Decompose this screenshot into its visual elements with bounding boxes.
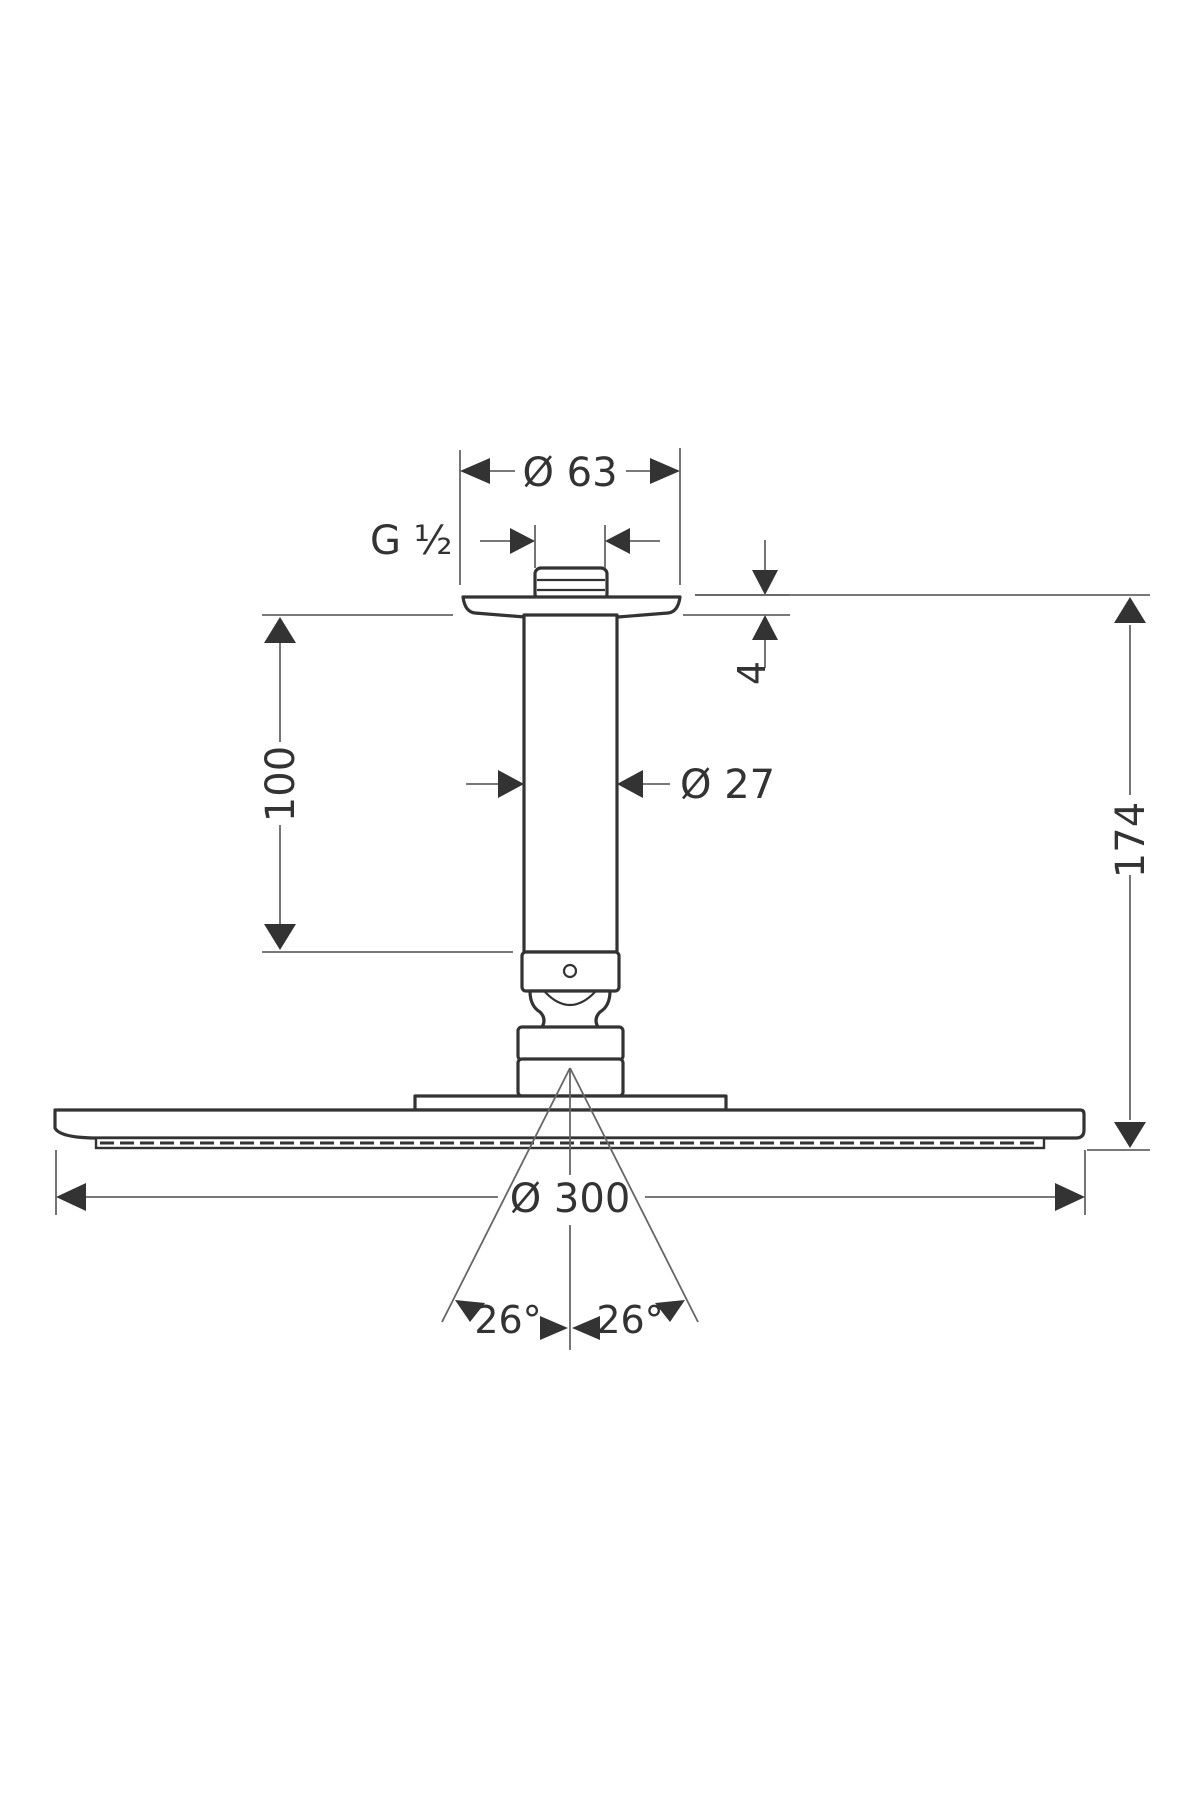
svg-text:100: 100 [258, 746, 304, 822]
svg-text:G ½: G ½ [370, 518, 452, 564]
svg-text:26°: 26° [474, 1298, 541, 1342]
dimension-flange-thickness: 4 [683, 540, 790, 685]
joint-collar [520, 950, 621, 993]
threaded-nipple [533, 566, 609, 602]
dimension-spray-angle: 26° 26° [441, 1067, 699, 1350]
svg-text:Ø 27: Ø 27 [680, 762, 775, 808]
dimension-head-diameter: Ø 300 [55, 1150, 1086, 1222]
dimension-arm-diameter: Ø 27 [466, 762, 775, 808]
dimension-flange-diameter: Ø 63 [459, 448, 681, 585]
dimension-thread: G ½ [370, 518, 660, 568]
shower-assembly [53, 566, 1086, 1150]
arm-tube [522, 613, 619, 954]
dimension-total-height: 174 [695, 594, 1154, 1151]
svg-text:26°: 26° [596, 1298, 663, 1342]
ball-joint-curve [544, 991, 596, 1006]
dimension-arm-length: 100 [258, 614, 513, 953]
svg-text:Ø 300: Ø 300 [510, 1176, 631, 1222]
svg-text:Ø 63: Ø 63 [522, 450, 617, 496]
svg-text:4: 4 [730, 661, 774, 685]
svg-text:174: 174 [1108, 802, 1154, 878]
